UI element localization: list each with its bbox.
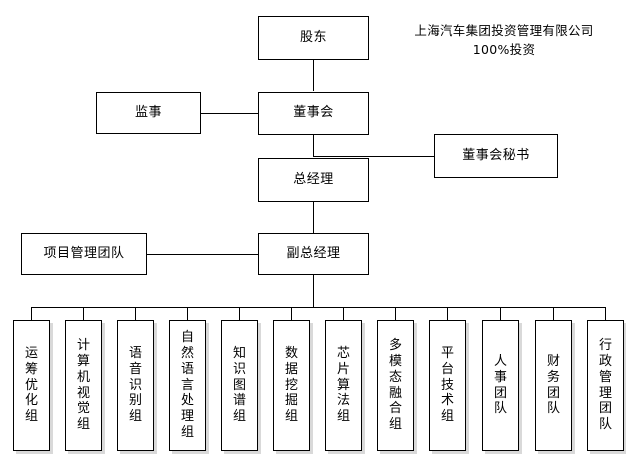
node-general-manager[interactable]: 总经理 xyxy=(258,158,369,202)
line-drop-8 xyxy=(395,307,396,321)
node-supervisor[interactable]: 监事 xyxy=(96,92,201,134)
dept-box-3[interactable]: 语音识别组 xyxy=(117,320,154,451)
line-drop-3 xyxy=(135,307,136,321)
dept-label-10: 人事团队 xyxy=(494,353,508,417)
dept-box-5[interactable]: 知识图谱组 xyxy=(221,320,258,451)
dept-label-11: 财务团队 xyxy=(547,353,561,417)
dept-box-12[interactable]: 行政管理团队 xyxy=(587,320,624,451)
dept-label-12: 行政管理团队 xyxy=(599,337,613,433)
dept-label-7: 芯片算法组 xyxy=(337,345,351,425)
line-drop-1 xyxy=(31,307,32,321)
dept-label-1: 运筹优化组 xyxy=(25,345,39,425)
line-supervisor-board xyxy=(200,113,260,114)
dept-box-4[interactable]: 自然语言处理组 xyxy=(169,320,206,451)
dept-box-6[interactable]: 数据挖掘组 xyxy=(273,320,310,451)
node-deputy-general-manager[interactable]: 副总经理 xyxy=(258,233,369,275)
investor-note: 上海汽车集团投资管理有限公司 100%投资 xyxy=(414,23,594,57)
dept-box-11[interactable]: 财务团队 xyxy=(535,320,572,451)
dept-box-8[interactable]: 多模态融合组 xyxy=(377,320,414,451)
line-board-gm xyxy=(313,135,314,157)
dept-label-9: 平台技术组 xyxy=(441,345,455,425)
line-deputy-bus xyxy=(313,275,314,308)
line-department-bus xyxy=(31,307,606,308)
line-drop-10 xyxy=(500,307,501,321)
line-drop-12 xyxy=(605,307,606,321)
node-board-secretary[interactable]: 董事会秘书 xyxy=(434,134,558,178)
line-shareholder-board xyxy=(313,59,314,91)
line-drop-5 xyxy=(239,307,240,321)
line-board-secretary-branch xyxy=(313,156,445,157)
dept-label-2: 计算机视觉组 xyxy=(77,337,91,433)
dept-label-5: 知识图谱组 xyxy=(233,345,247,425)
dept-label-8: 多模态融合组 xyxy=(389,337,403,433)
line-gm-deputy xyxy=(313,202,314,235)
line-drop-11 xyxy=(553,307,554,321)
dept-box-7[interactable]: 芯片算法组 xyxy=(325,320,362,451)
dept-label-3: 语音识别组 xyxy=(129,345,143,425)
line-drop-6 xyxy=(291,307,292,321)
dept-box-10[interactable]: 人事团队 xyxy=(482,320,519,451)
line-drop-4 xyxy=(187,307,188,321)
node-project-management-team[interactable]: 项目管理团队 xyxy=(21,233,147,275)
line-drop-2 xyxy=(83,307,84,321)
line-project-deputy xyxy=(147,254,260,255)
dept-box-9[interactable]: 平台技术组 xyxy=(429,320,466,451)
line-drop-7 xyxy=(343,307,344,321)
node-board[interactable]: 董事会 xyxy=(258,92,369,135)
dept-label-4: 自然语言处理组 xyxy=(181,329,195,441)
dept-box-1[interactable]: 运筹优化组 xyxy=(13,320,50,451)
dept-box-2[interactable]: 计算机视觉组 xyxy=(65,320,102,451)
dept-label-6: 数据挖掘组 xyxy=(285,345,299,425)
node-shareholder[interactable]: 股东 xyxy=(258,16,369,60)
line-drop-9 xyxy=(447,307,448,321)
